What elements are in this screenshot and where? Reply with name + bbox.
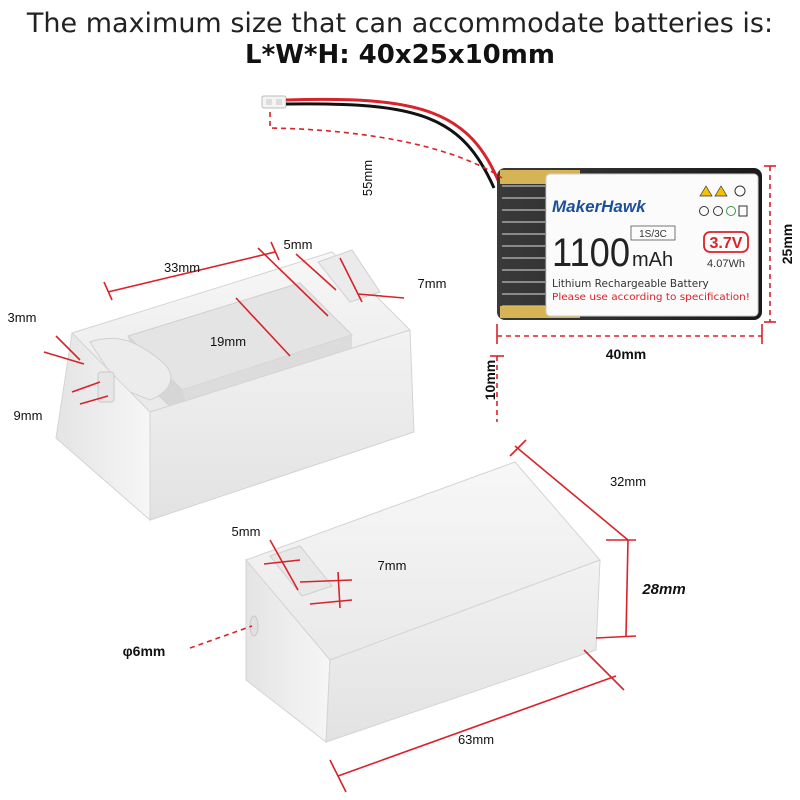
dim-open-inner-length: 33mm [164, 260, 200, 275]
dim-closed-length: 63mm [458, 732, 494, 747]
header-line-1: The maximum size that can accommodate ba… [26, 8, 774, 39]
battery-type: Lithium Rechargeable Battery [552, 278, 709, 290]
jst-connector [261, 95, 287, 109]
battery-capacity-unit: mAh [632, 249, 673, 271]
battery-dimensions: 55mm 25mm 40mm 10mm [269, 112, 795, 422]
dim-cable-length: 55mm [360, 160, 375, 196]
battery-warning: Please use according to specification! [552, 292, 750, 303]
battery-energy: 4.07Wh [707, 258, 745, 270]
dim-open-clip-a: 3mm [8, 310, 37, 325]
dim-open-slot-width: 5mm [284, 237, 313, 252]
header-line-2: L*W*H: 40x25x10mm [245, 40, 555, 70]
battery-cell-config: 1S/3C [639, 229, 667, 240]
dim-battery-thickness: 10mm [482, 360, 498, 400]
dim-closed-width: 32mm [610, 474, 646, 489]
dim-battery-width: 25mm [779, 224, 795, 264]
battery-capacity-number: 1100 [552, 231, 630, 275]
dim-closed-hole: φ6mm [123, 643, 166, 659]
open-case-dimensions: 33mm 5mm 7mm 19mm 3mm 9mm [8, 237, 447, 423]
battery-label [545, 173, 759, 317]
battery-voltage: 3.7V [710, 235, 743, 252]
closed-case-illustration [245, 461, 601, 743]
dim-closed-slot-width: 5mm [232, 524, 261, 539]
closed-case-dimensions: 5mm 7mm φ6mm 32mm 28mm 63mm [123, 439, 686, 793]
dim-open-clip-b: 9mm [14, 408, 43, 423]
battery-brand: MakerHawk [552, 197, 647, 216]
open-case-illustration [55, 249, 415, 522]
dim-open-slot-height: 7mm [418, 276, 447, 291]
dim-closed-slot-height: 7mm [378, 558, 407, 573]
safety-icons [699, 185, 748, 217]
battery-illustration: MakerHawk 1100 mAh 1S/3C 3.7V 4.07Wh Lit… [261, 95, 762, 320]
dim-battery-length: 40mm [606, 346, 646, 362]
dim-open-inner-width: 19mm [210, 334, 246, 349]
dim-closed-height: 28mm [641, 581, 685, 598]
